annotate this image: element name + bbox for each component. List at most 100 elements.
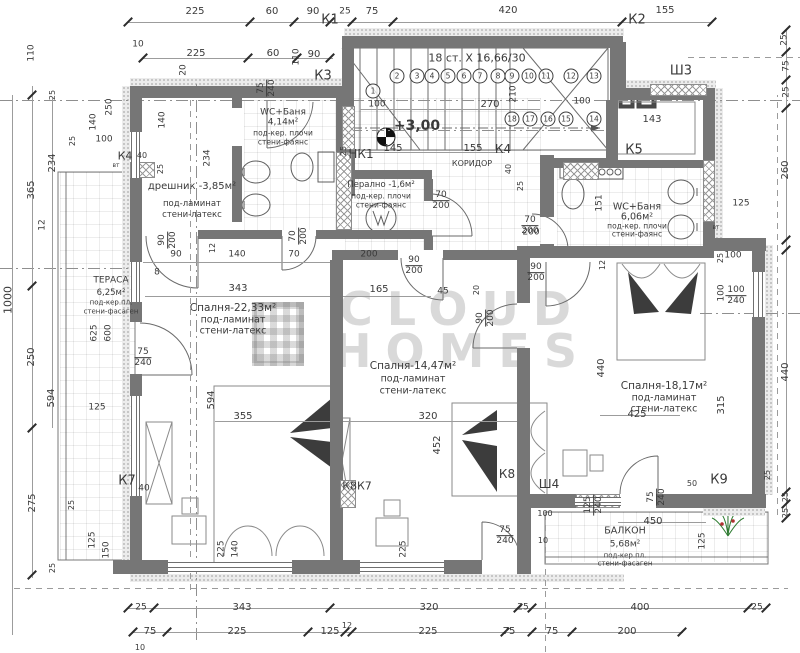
stair-step-number: 5: [440, 68, 456, 84]
dimension-label: 234: [202, 149, 213, 167]
wall-segment: [540, 155, 554, 217]
dimension-label: 10: [134, 643, 146, 652]
stair-step-number: 10: [521, 68, 537, 84]
dimension-label: 12: [598, 259, 607, 271]
dimension-label: 343: [232, 602, 252, 613]
dimension-label: 25: [339, 145, 348, 157]
dimension-label: 25: [781, 491, 790, 503]
room-label: 6,25м²: [96, 287, 126, 298]
dimension-label: 25: [516, 180, 525, 192]
wall-segment: [517, 258, 530, 303]
room-label: под-ламинат: [380, 373, 446, 385]
wall-segment: [606, 160, 703, 168]
dimension-label: 25: [156, 163, 165, 175]
door-height: 240: [727, 296, 745, 307]
wall-segment: [352, 170, 432, 179]
dimension-label: 75: [143, 626, 157, 637]
dimension-label: 420: [498, 5, 518, 16]
dimension-label: 140: [230, 540, 241, 558]
masonry-hatch: [342, 106, 355, 150]
dimension-label: 320: [418, 411, 438, 422]
dimension-label: 25: [781, 86, 792, 98]
dimension-label: 100: [368, 99, 386, 110]
wall-segment: [540, 244, 554, 258]
dimension-label: 25: [763, 469, 772, 481]
dimension-label: 50: [686, 479, 698, 488]
dimension-label: 10: [537, 536, 549, 545]
dimension-label: Ш4: [538, 477, 560, 491]
dimension-label: 400: [630, 602, 650, 613]
dimension-label: 452: [432, 435, 443, 455]
door-width: 75: [496, 525, 514, 537]
dimension-label: 225: [185, 6, 205, 17]
insulation-strip: [765, 245, 773, 495]
stair-step-number: 12: [563, 68, 579, 84]
wall-segment: [130, 496, 142, 574]
stair-step-number: 15: [558, 111, 574, 127]
door-width: 90: [527, 262, 545, 274]
masonry-hatch: [650, 84, 707, 96]
room-label: стени-фаянс: [257, 137, 309, 147]
door-width: 75: [646, 488, 658, 506]
room-label: под-кер. плочи: [607, 221, 667, 231]
wall-segment: [130, 86, 342, 98]
dimension-label: 110: [291, 48, 302, 66]
door-height: 240: [657, 488, 668, 506]
dimension-label: 225: [398, 540, 409, 558]
wall-segment: [342, 48, 354, 106]
bed: [451, 402, 548, 497]
dimension-label: 90: [306, 6, 320, 17]
dimension-label: 12: [37, 219, 48, 231]
dimension-label: 75: [781, 60, 792, 72]
door-height: 200: [527, 273, 545, 284]
door-height: 240: [594, 496, 605, 514]
room-label: 6,06м²: [620, 211, 654, 223]
stair-step-number: 7: [472, 68, 488, 84]
dimension-label: вт: [112, 162, 120, 169]
centerline: [700, 313, 800, 314]
dimension-label: НК1: [348, 147, 374, 161]
window: [131, 132, 140, 178]
dimension-label: вт: [712, 224, 720, 231]
masonry-hatch: [563, 162, 599, 180]
centerline: [196, 84, 197, 640]
dimension-label: 75: [365, 6, 379, 17]
dimension-label: 125: [88, 402, 106, 413]
room-label: КОРИДОР: [451, 159, 493, 168]
dimension-line: [365, 152, 505, 153]
dimension-label: 210: [508, 85, 519, 103]
dimension-label: К9: [710, 472, 728, 488]
dimension-label: 125: [697, 532, 708, 550]
dimension-label: 70: [288, 249, 300, 260]
room-label: WC+Баня: [260, 107, 306, 118]
wall-segment: [130, 302, 142, 322]
dimension-label: 165: [369, 284, 389, 295]
dimension-label: К3: [314, 68, 332, 84]
door-height: 240: [267, 79, 278, 97]
centerline: [0, 100, 800, 101]
centerline: [0, 268, 132, 269]
door-width: 75: [134, 347, 152, 359]
dimension-label: К7: [118, 473, 136, 489]
wall-segment: [517, 348, 530, 494]
dimension-label: 343: [228, 283, 248, 294]
wall-segment: [316, 230, 432, 239]
wall-segment: [130, 86, 142, 132]
masonry-hatch: [336, 152, 352, 230]
room-label: 4,14м²: [267, 117, 299, 128]
door-height: 200: [432, 201, 450, 212]
stair-step-number: 3: [409, 68, 425, 84]
masonry-hatch: [703, 160, 715, 222]
dimension-label: 20: [472, 284, 481, 296]
room-label: стени-латекс: [162, 209, 222, 220]
door-width: 70: [288, 227, 300, 245]
dimension-label: 250: [104, 98, 115, 116]
dimension-label: 18 ст. X 16,66/30: [428, 51, 526, 65]
dimension-label: 150: [101, 541, 112, 559]
dimension-label: К4: [117, 149, 133, 163]
masonry-hatch: [340, 480, 356, 508]
